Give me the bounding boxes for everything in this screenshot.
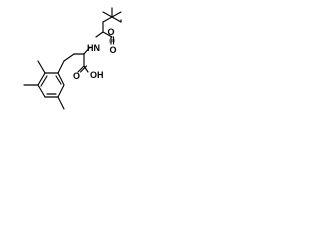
- bond: [57, 84, 65, 98]
- bond: [57, 96, 65, 110]
- bond: [57, 60, 65, 74]
- bond: [55, 75, 62, 85]
- boc-carbamate: [95, 16, 115, 45]
- bond: [111, 11, 122, 18]
- hydroxyl-oh-label: OH: [90, 70, 104, 80]
- bond: [83, 65, 89, 73]
- chemical-structure: HN OH O O O (S): [23, 7, 122, 110]
- bond: [102, 31, 113, 38]
- bond: [37, 60, 46, 74]
- mesityl-ring: [37, 72, 65, 98]
- stereo-label: (S): [109, 38, 115, 43]
- tert-butyl-group: [102, 7, 122, 23]
- acid-oxygen-label: O: [73, 71, 80, 81]
- amine-nh-label: HN: [87, 43, 100, 53]
- bond: [57, 72, 65, 86]
- bond: [77, 65, 85, 73]
- bond: [83, 46, 91, 55]
- bond: [79, 65, 88, 73]
- bond: [63, 53, 75, 62]
- bond: [37, 72, 46, 86]
- carbonyl-oxygen-label: O: [110, 45, 117, 55]
- methyl-substituents: [23, 60, 65, 110]
- molecule-canvas: HN OH O O O (S): [0, 0, 155, 122]
- ester-oxygen-label: O: [108, 27, 115, 37]
- bond: [95, 31, 104, 38]
- bond: [111, 16, 122, 23]
- bond: [102, 11, 113, 18]
- bond: [102, 16, 113, 23]
- amino-acid-backbone: [57, 46, 91, 74]
- bond: [40, 75, 48, 87]
- bond: [37, 84, 46, 98]
